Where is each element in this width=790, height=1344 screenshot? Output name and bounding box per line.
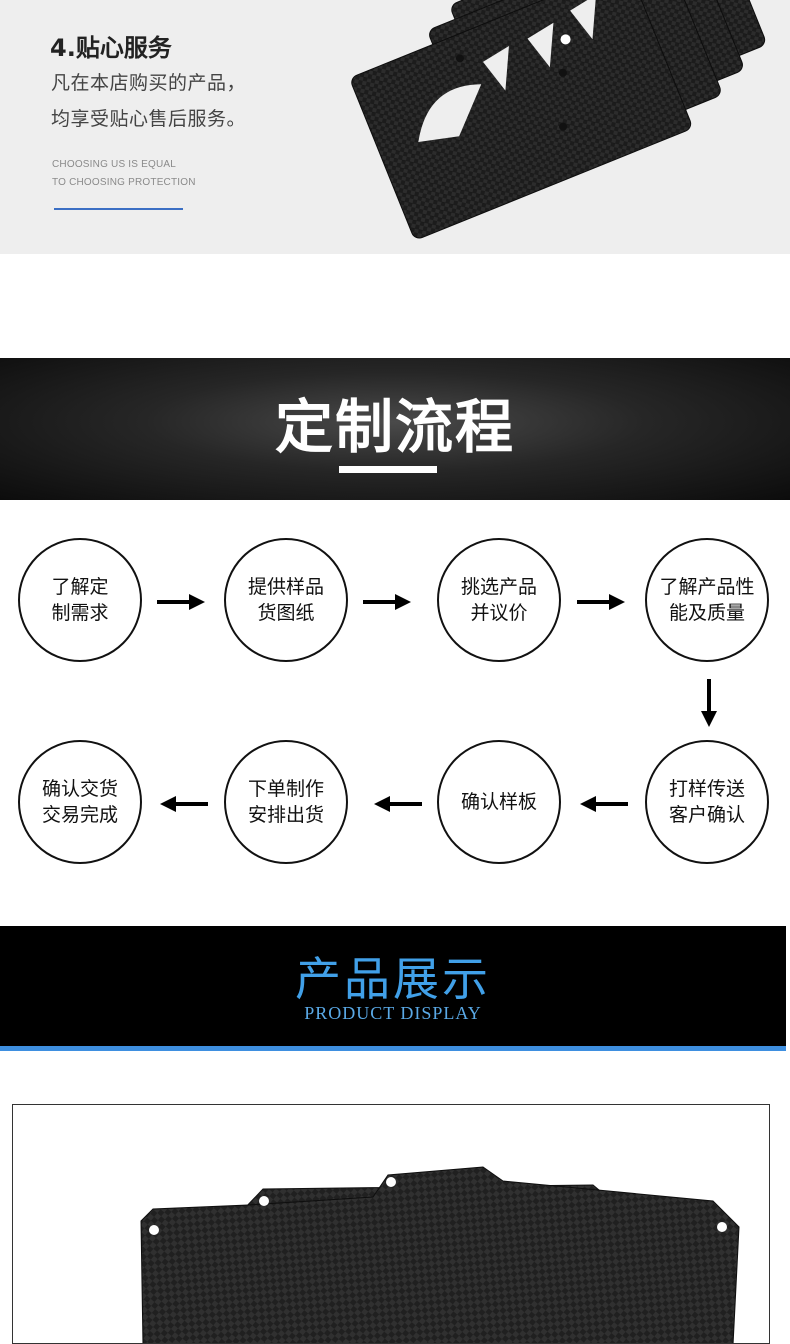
service-english-line-2: TO CHOOSING PROTECTION	[52, 177, 196, 188]
step-performance-quality: 了解产品性 能及质量	[645, 538, 769, 662]
carbon-plates-image	[351, 0, 766, 239]
service-english-line-1: CHOOSING US IS EQUAL	[52, 159, 177, 170]
step-understand-needs: 了解定 制需求	[18, 538, 142, 662]
service-title: 4.贴心服务	[50, 34, 172, 62]
service-text-line-2: 均享受贴心售后服务。	[51, 108, 247, 130]
step-label: 了解产品性 能及质量	[659, 576, 755, 624]
product-display-accent-line	[0, 1046, 786, 1051]
process-header: 定制流程	[0, 358, 790, 500]
arrow-left-icon	[580, 796, 628, 812]
step-provide-samples: 提供样品 货图纸	[224, 538, 348, 662]
step-delivery-complete: 确认交货 交易完成	[18, 740, 142, 864]
arrow-left-icon	[160, 796, 208, 812]
product-image-frame	[12, 1104, 770, 1344]
product-display-header: 产品展示 PRODUCT DISPLAY	[0, 926, 786, 1046]
step-label: 确认样板	[460, 791, 537, 813]
product-display-title: 产品展示	[295, 952, 491, 1006]
step-label: 了解定 制需求	[51, 576, 109, 624]
product-display-subtitle: PRODUCT DISPLAY	[304, 1003, 482, 1023]
arrow-down-icon	[701, 679, 717, 727]
service-banner: 4.贴心服务 凡在本店购买的产品， 均享受贴心售后服务。 CHOOSING US…	[0, 0, 790, 254]
step-label: 打样传送 客户确认	[668, 778, 745, 826]
arrow-right-icon	[363, 594, 411, 610]
process-title: 定制流程	[274, 393, 515, 461]
process-title-underline	[339, 466, 437, 473]
service-text-line-1: 凡在本店购买的产品，	[51, 72, 247, 94]
step-label: 下单制作 安排出货	[247, 778, 324, 826]
carbon-plate-product-image	[140, 1166, 740, 1343]
arrow-right-icon	[157, 594, 205, 610]
step-sample-confirm: 打样传送 客户确认	[645, 740, 769, 864]
step-label: 提供样品 货图纸	[247, 576, 324, 624]
arrow-left-icon	[374, 796, 422, 812]
service-divider	[54, 208, 183, 210]
step-label: 挑选产品 并议价	[460, 576, 537, 624]
arrow-right-icon	[577, 594, 625, 610]
step-confirm-sample: 确认样板	[437, 740, 561, 864]
step-order-production: 下单制作 安排出货	[224, 740, 348, 864]
step-label: 确认交货 交易完成	[41, 778, 118, 826]
step-choose-and-quote: 挑选产品 并议价	[437, 538, 561, 662]
